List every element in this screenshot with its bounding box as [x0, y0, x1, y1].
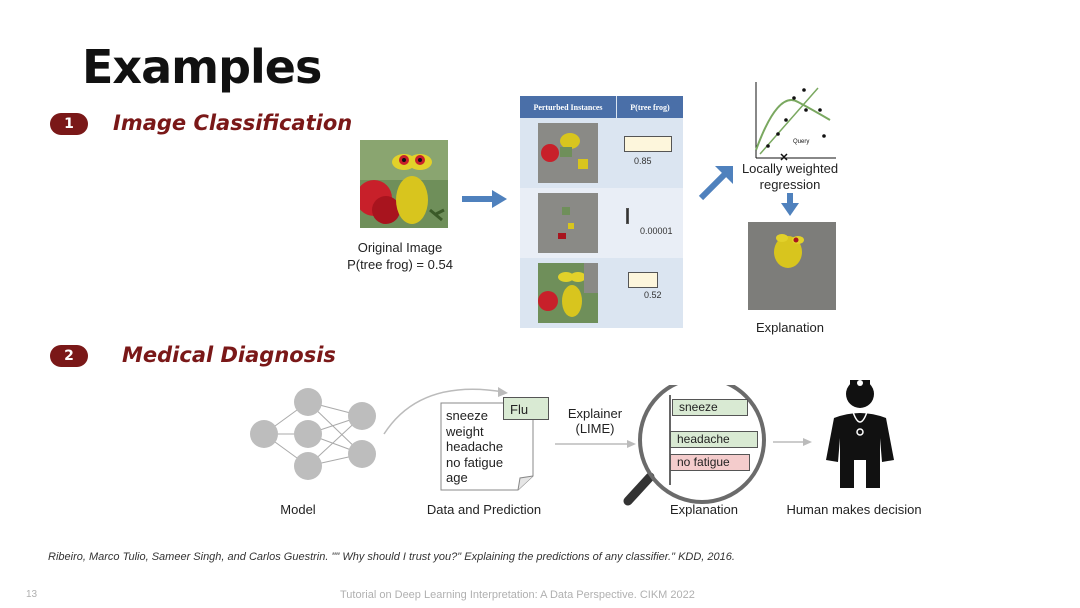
- perturbed-image: [538, 123, 598, 183]
- list-item: no fatigue: [446, 454, 504, 470]
- data-prediction-caption: Data and Prediction: [426, 502, 542, 517]
- list-item: age: [446, 470, 468, 485]
- page-number: 13: [26, 589, 38, 600]
- human-decision-caption: Human makes decision: [786, 502, 922, 517]
- original-frog-image: [356, 140, 448, 228]
- original-image-probability: P(tree frog) = 0.54: [347, 257, 453, 272]
- probability-bar: [624, 136, 672, 152]
- perturbed-instances-table: Perturbed Instances P(tree frog) 0.85 0.: [520, 96, 683, 328]
- probability-bar: [626, 208, 629, 224]
- neural-network-icon: [246, 386, 382, 491]
- regression-plot: [748, 80, 838, 167]
- table-row: 0.52: [520, 258, 683, 328]
- list-item: weight: [446, 423, 484, 439]
- prediction-label: Flu: [503, 397, 549, 420]
- query-label: Query: [793, 139, 810, 145]
- list-item: sneeze: [446, 408, 488, 423]
- model-caption: Model: [280, 502, 316, 517]
- probability-value: 0.00001: [640, 226, 673, 236]
- patient-data-card: sneeze weight headache no fatigue age: [440, 402, 534, 491]
- table-row: 0.85: [520, 118, 683, 188]
- footer-text: Tutorial on Deep Learning Interpretation…: [340, 589, 695, 601]
- explainer-arrow-icon: [555, 436, 637, 454]
- feature-bar-no-fatigue: no fatigue: [670, 454, 750, 471]
- regression-label: Locally weighted regression: [741, 161, 839, 192]
- down-arrow-icon: [780, 193, 800, 222]
- section-title-medical-diagnosis: Medical Diagnosis: [122, 343, 336, 367]
- section-title-image-classification: Image Classification: [113, 111, 353, 135]
- explanation-caption: Explanation: [670, 502, 738, 517]
- curved-arrow-icon: [380, 378, 510, 443]
- doctor-icon: [820, 376, 900, 501]
- right-arrow-icon: [462, 189, 508, 214]
- explanation-image-caption: Explanation: [756, 320, 824, 335]
- perturbed-image: [538, 263, 598, 323]
- perturbed-image: [538, 193, 598, 253]
- table-header-instances: Perturbed Instances: [520, 96, 616, 118]
- explanation-image: [748, 222, 836, 310]
- list-item: headache: [446, 439, 504, 454]
- feature-bar-sneeze: sneeze: [672, 399, 748, 416]
- section-number-badge: 1: [50, 113, 88, 135]
- probability-value: 0.52: [644, 290, 662, 300]
- section-number-badge: 2: [50, 345, 88, 367]
- table-header-probability: P(tree frog): [617, 96, 683, 118]
- table-row: 0.00001: [520, 188, 683, 258]
- diagonal-arrow-icon: [697, 162, 737, 207]
- probability-value: 0.85: [634, 156, 652, 166]
- probability-bar: [628, 272, 658, 288]
- feature-bar-headache: headache: [670, 431, 758, 448]
- patient-features-list: sneeze weight headache no fatigue age: [446, 408, 503, 486]
- slide-title: Examples: [82, 40, 322, 94]
- explainer-label: Explainer (LIME): [567, 406, 623, 436]
- decision-arrow-icon: [773, 434, 813, 452]
- original-image-caption: Original Image: [357, 240, 443, 255]
- citation: Ribeiro, Marco Tulio, Sameer Singh, and …: [48, 551, 735, 563]
